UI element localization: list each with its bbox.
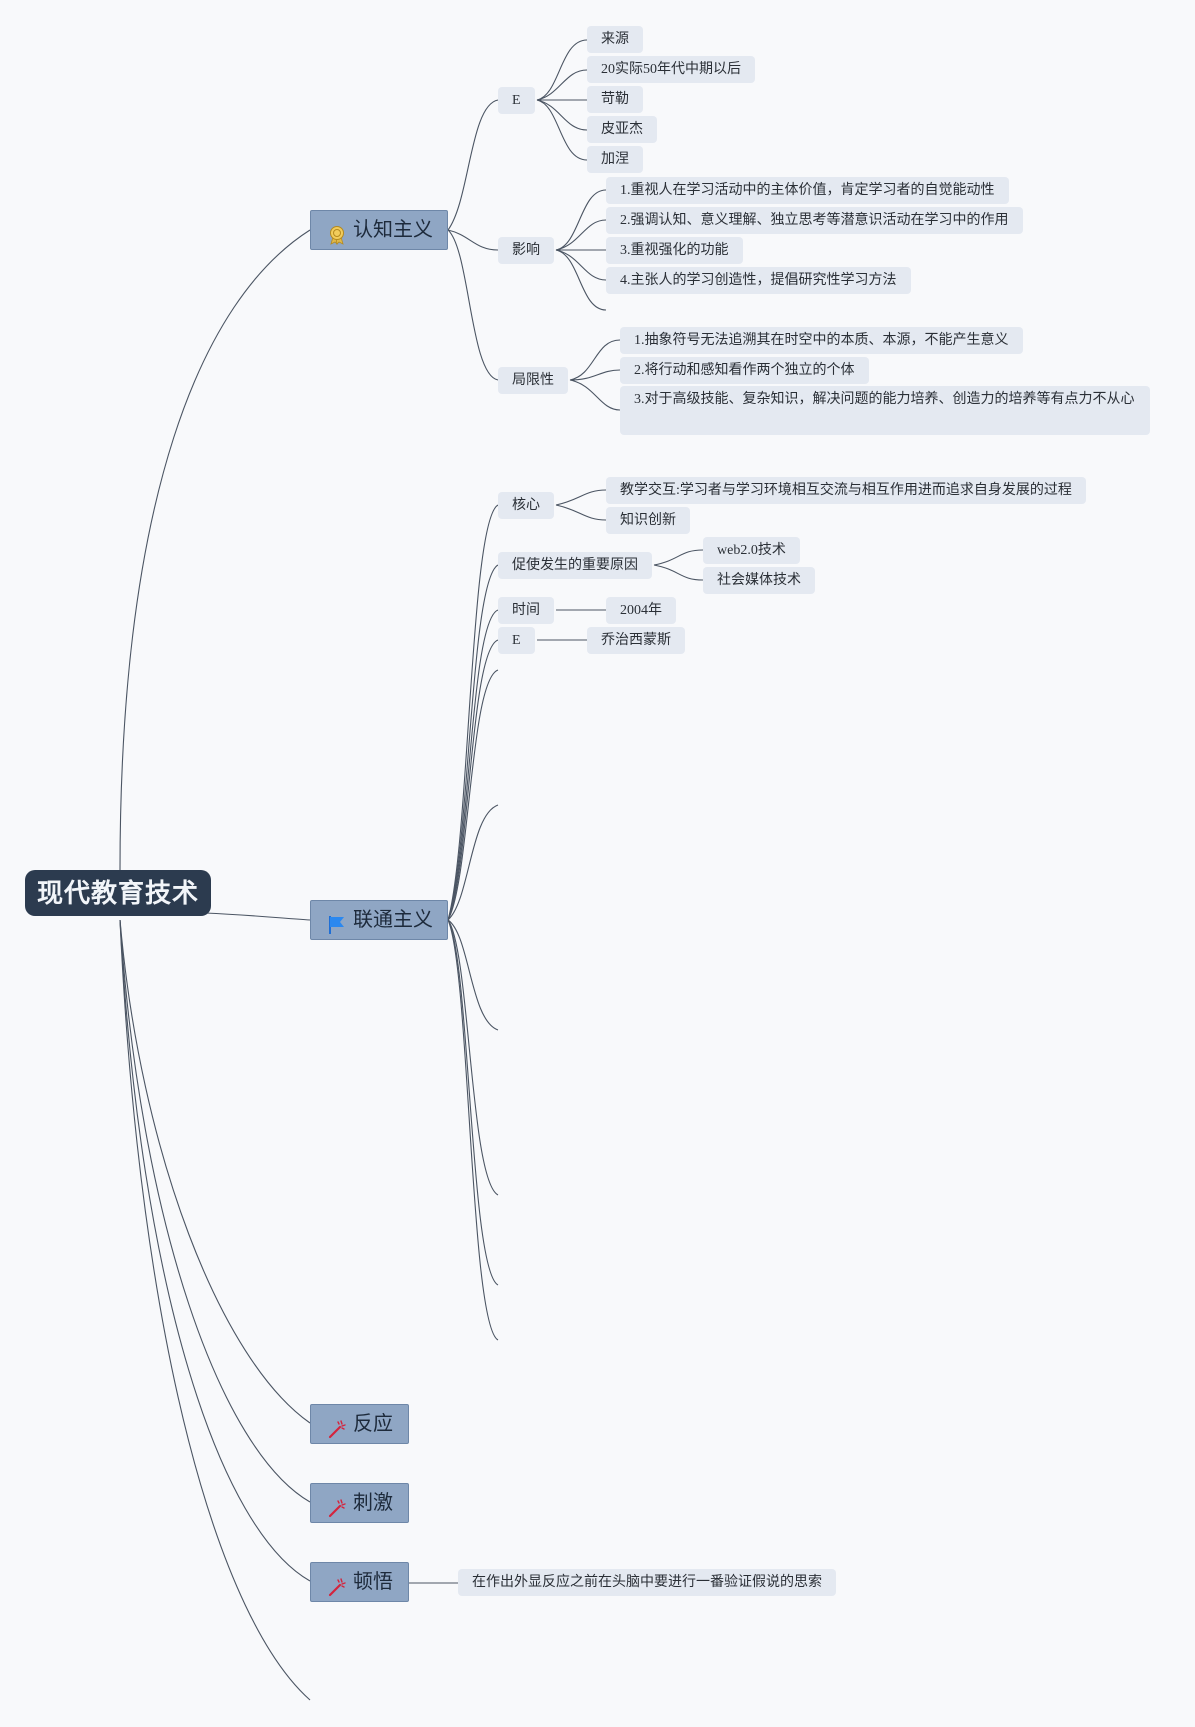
branch-stimulus[interactable]: 刺激 <box>310 1483 409 1523</box>
branch-label: 认知主义 <box>353 219 433 241</box>
con-time-node[interactable]: 时间 <box>498 597 554 624</box>
cog-limits-child-3[interactable]: 3.对于高级技能、复杂知识，解决问题的能力培养、创造力的培养等有点力不从心 <box>620 386 1150 435</box>
link-con-causes <box>447 564 499 921</box>
branch-label: 反应 <box>353 1413 393 1435</box>
con-core-child-1[interactable]: 教学交互:学习者与学习环境相互交流与相互作用进而追求自身发展的过程 <box>606 477 1086 504</box>
flag-icon <box>327 910 347 934</box>
con-causes-node[interactable]: 促使发生的重要原因 <box>498 552 652 579</box>
link-e-5 <box>536 99 588 161</box>
link-root-insight <box>119 919 311 1582</box>
link-con-b1 <box>447 669 499 921</box>
cog-influence-child-3[interactable]: 3.重视强化的功能 <box>606 237 743 264</box>
magic-wand-icon <box>327 1572 347 1597</box>
con-core-node[interactable]: 核心 <box>498 492 554 519</box>
branch-label: 刺激 <box>353 1492 393 1514</box>
con-causes-child-1[interactable]: web2.0技术 <box>703 537 800 564</box>
branch-label: 顿悟 <box>353 1571 393 1593</box>
cog-limits-node[interactable]: 局限性 <box>498 367 568 394</box>
cog-e-child-2[interactable]: 20实际50年代中期以后 <box>587 56 755 83</box>
cog-influence-child-4[interactable]: 4.主张人的学习创造性，提倡研究性学习方法 <box>606 267 911 294</box>
link-cause-2 <box>653 564 704 581</box>
link-core-2 <box>555 504 607 521</box>
link-e-2 <box>536 69 588 101</box>
link-con-b3 <box>447 919 499 1031</box>
link-root-connectivism <box>204 912 311 921</box>
con-causes-child-2[interactable]: 社会媒体技术 <box>703 567 815 594</box>
branch-reaction[interactable]: 反应 <box>310 1404 409 1444</box>
cog-influence-child-2[interactable]: 2.强调认知、意义理解、独立思考等潜意识活动在学习中的作用 <box>606 207 1023 234</box>
root-node[interactable]: 现代教育技术 <box>25 870 211 916</box>
link-cause-1 <box>653 549 704 566</box>
link-con-b5 <box>447 919 499 1286</box>
cog-limits-child-2[interactable]: 2.将行动和感知看作两个独立的个体 <box>620 357 869 384</box>
cog-e-child-4[interactable]: 皮亚杰 <box>587 116 657 143</box>
cog-e-child-5[interactable]: 加涅 <box>587 146 643 173</box>
link-cog-influence <box>447 229 499 251</box>
link-inf-5 <box>555 249 607 311</box>
branch-cognitivism[interactable]: 认知主义 <box>310 210 448 250</box>
cog-influence-child-1[interactable]: 1.重视人在学习活动中的主体价值，肯定学习者的自觉能动性 <box>606 177 1009 204</box>
branch-label: 联通主义 <box>353 909 433 931</box>
magic-wand-icon <box>327 1493 347 1518</box>
link-con-e <box>447 639 499 921</box>
link-lim-3 <box>569 379 621 411</box>
link-core-1 <box>555 489 607 506</box>
link-con-time <box>447 609 499 921</box>
link-e-4 <box>536 99 588 131</box>
link-con-b6 <box>447 919 499 1341</box>
link-inf-4 <box>555 249 607 281</box>
link-con-core <box>447 504 499 921</box>
link-con-b4 <box>447 919 499 1196</box>
link-inf-2 <box>555 219 607 251</box>
link-root-cognitivism <box>119 229 311 871</box>
cog-influence-node[interactable]: 影响 <box>498 237 554 264</box>
link-lim-1 <box>569 339 621 381</box>
cog-e-node[interactable]: E <box>498 87 535 114</box>
link-cog-e <box>447 99 499 231</box>
con-time-child[interactable]: 2004年 <box>606 597 676 624</box>
cog-e-child-3[interactable]: 苛勒 <box>587 86 643 113</box>
con-e-node[interactable]: E <box>498 627 535 654</box>
con-core-child-2[interactable]: 知识创新 <box>606 507 690 534</box>
cog-e-child-1[interactable]: 来源 <box>587 26 643 53</box>
branch-connectivism[interactable]: 联通主义 <box>310 900 448 940</box>
link-lim-2 <box>569 369 621 381</box>
link-cog-limits <box>447 229 499 381</box>
link-root-reaction <box>119 919 311 1424</box>
insight-child[interactable]: 在作出外显反应之前在头脑中要进行一番验证假说的思索 <box>458 1569 836 1596</box>
cog-limits-child-1[interactable]: 1.抽象符号无法追溯其在时空中的本质、本源，不能产生意义 <box>620 327 1023 354</box>
link-inf-1 <box>555 189 607 251</box>
link-con-b2 <box>447 804 499 921</box>
magic-wand-icon <box>327 1414 347 1439</box>
link-e-1 <box>536 39 588 101</box>
award-ribbon-icon <box>327 220 347 245</box>
branch-insight[interactable]: 顿悟 <box>310 1562 409 1602</box>
link-root-extra <box>119 919 311 1701</box>
con-e-child[interactable]: 乔治西蒙斯 <box>587 627 685 654</box>
link-root-stimulus <box>119 919 311 1503</box>
